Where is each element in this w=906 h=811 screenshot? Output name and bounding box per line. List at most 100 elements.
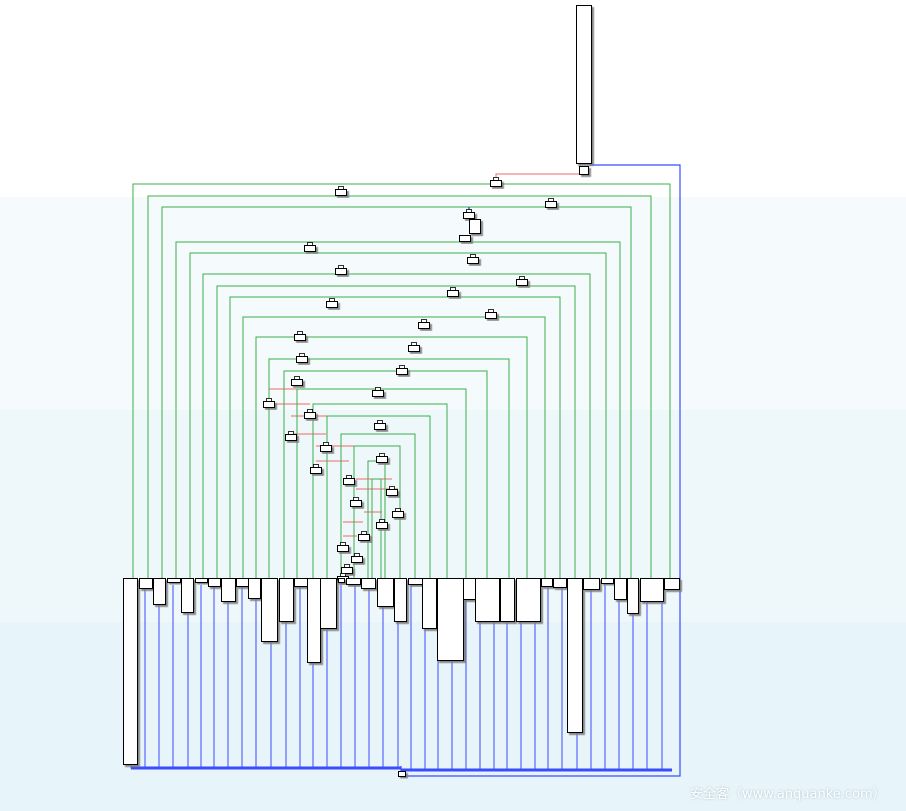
- true-edge: [242, 316, 546, 578]
- dispatcher-block[interactable]: [463, 209, 475, 219]
- dispatcher-block[interactable]: [326, 298, 338, 308]
- true-edge: [296, 388, 467, 578]
- dispatcher-block[interactable]: [294, 331, 306, 341]
- case-block[interactable]: [123, 578, 138, 765]
- true-edge: [175, 241, 621, 578]
- case-block[interactable]: [167, 578, 181, 583]
- true-edge: [161, 206, 632, 578]
- dispatcher-block[interactable]: [337, 542, 349, 552]
- case-block[interactable]: [139, 578, 153, 589]
- case-block[interactable]: [463, 578, 476, 600]
- dispatcher-block[interactable]: [485, 309, 497, 319]
- dispatcher-block[interactable]: [304, 242, 316, 252]
- dispatcher-block[interactable]: [516, 276, 528, 286]
- true-edge: [216, 285, 576, 578]
- true-edge: [132, 183, 671, 578]
- case-block[interactable]: [294, 578, 308, 587]
- case-block[interactable]: [553, 578, 567, 588]
- dispatcher-block[interactable]: [376, 519, 388, 529]
- true-edge: [229, 296, 561, 578]
- dispatcher-block[interactable]: [320, 442, 332, 452]
- dispatcher-block[interactable]: [343, 475, 355, 485]
- dispatcher-block[interactable]: [296, 353, 308, 363]
- dispatcher-block[interactable]: [358, 531, 370, 541]
- true-edge: [147, 195, 652, 578]
- case-block[interactable]: [567, 578, 583, 733]
- unconditional-edge: [340, 585, 401, 769]
- case-block[interactable]: [195, 578, 208, 583]
- graph-nodes: [123, 5, 680, 777]
- dispatcher-entry-block[interactable]: [579, 166, 589, 175]
- dispatcher-block[interactable]: [418, 319, 430, 329]
- case-block[interactable]: [361, 578, 376, 589]
- case-block[interactable]: [601, 578, 614, 584]
- dispatcher-block[interactable]: [545, 198, 557, 208]
- dispatcher-block[interactable]: [396, 365, 408, 375]
- exit-block[interactable]: [398, 771, 406, 777]
- dispatcher-block[interactable]: [392, 508, 404, 518]
- case-block[interactable]: [377, 578, 394, 607]
- dispatcher-block[interactable]: [447, 287, 459, 297]
- dispatcher-block[interactable]: [335, 186, 347, 196]
- dispatcher-block[interactable]: [285, 431, 297, 441]
- case-block[interactable]: [261, 578, 278, 642]
- case-block[interactable]: [437, 578, 464, 661]
- true-edge: [189, 252, 607, 578]
- false-edge: [495, 173, 582, 180]
- case-block[interactable]: [541, 578, 553, 587]
- dispatcher-block[interactable]: [304, 409, 316, 419]
- dispatcher-block[interactable]: [459, 235, 471, 242]
- true-edge: [326, 415, 431, 578]
- case-block[interactable]: [627, 578, 639, 614]
- true-edge: [312, 403, 448, 578]
- case-block[interactable]: [583, 578, 600, 590]
- case-block[interactable]: [640, 578, 664, 602]
- case-block[interactable]: [422, 578, 437, 629]
- true-edge: [202, 273, 591, 578]
- unconditional-edge: [285, 585, 401, 769]
- dispatcher-block[interactable]: [351, 553, 363, 563]
- unconditional-edge: [326, 585, 401, 769]
- case-block[interactable]: [208, 578, 221, 587]
- case-block[interactable]: [664, 578, 680, 590]
- case-block[interactable]: [338, 578, 345, 583]
- case-block[interactable]: [346, 578, 361, 585]
- entry-block[interactable]: [576, 5, 592, 164]
- dispatcher-block[interactable]: [341, 564, 353, 574]
- dispatcher-block[interactable]: [408, 342, 420, 352]
- case-block[interactable]: [248, 578, 261, 599]
- true-edge: [268, 358, 510, 578]
- unconditional-edge: [200, 585, 401, 769]
- case-block[interactable]: [320, 578, 337, 629]
- dispatcher-block[interactable]: [386, 486, 398, 496]
- case-block[interactable]: [500, 578, 515, 622]
- case-block[interactable]: [236, 578, 249, 587]
- case-block[interactable]: [221, 578, 236, 602]
- dispatcher-block[interactable]: [469, 219, 481, 234]
- dispatcher-block[interactable]: [372, 387, 384, 397]
- dispatcher-block[interactable]: [350, 497, 362, 507]
- case-block[interactable]: [279, 578, 294, 622]
- true-edge: [255, 336, 528, 578]
- case-block[interactable]: [394, 578, 407, 622]
- dispatcher-block[interactable]: [335, 265, 347, 275]
- dispatcher-block[interactable]: [490, 177, 502, 187]
- case-block[interactable]: [516, 578, 541, 622]
- case-block[interactable]: [614, 578, 627, 600]
- dispatcher-block[interactable]: [376, 453, 388, 463]
- dispatcher-block[interactable]: [263, 398, 275, 408]
- dispatcher-block[interactable]: [291, 376, 303, 386]
- watermark-text: 安全客（www.anquanke.com）: [690, 787, 886, 802]
- dispatcher-block[interactable]: [467, 254, 479, 264]
- case-block[interactable]: [153, 578, 166, 605]
- case-block[interactable]: [475, 578, 500, 622]
- case-block[interactable]: [307, 578, 321, 663]
- case-block[interactable]: [408, 578, 423, 585]
- dispatcher-block[interactable]: [374, 420, 386, 430]
- graph-edges: [130, 164, 681, 777]
- loop-back-edge: [400, 164, 681, 777]
- dispatcher-block[interactable]: [310, 464, 322, 474]
- true-edge: [340, 433, 416, 578]
- case-block[interactable]: [181, 578, 194, 613]
